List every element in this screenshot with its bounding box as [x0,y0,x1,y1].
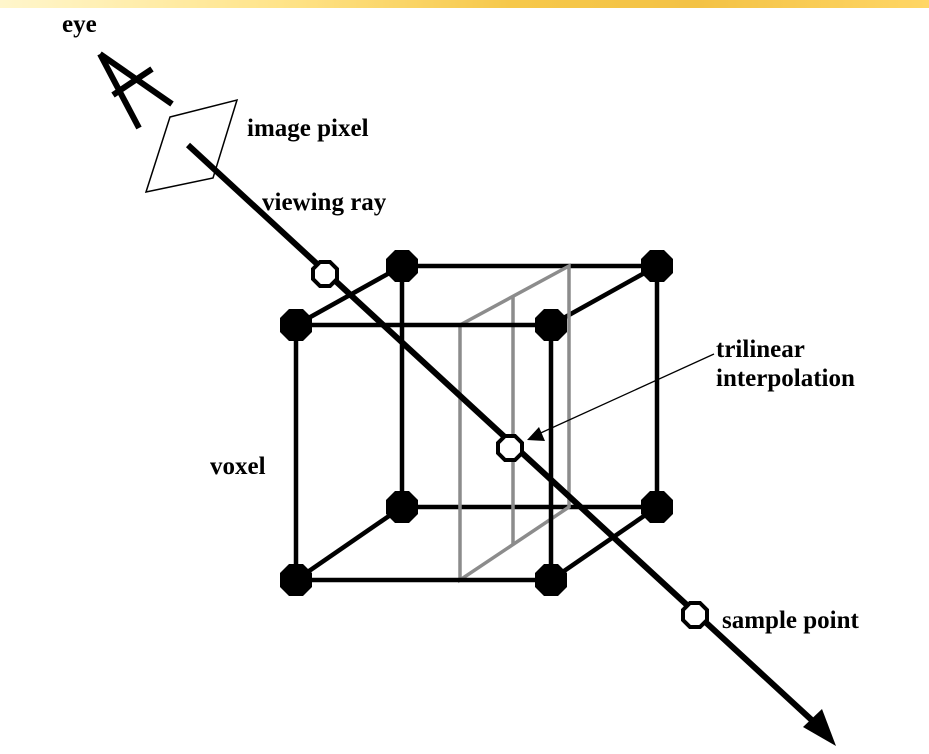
voxel-vertices [280,250,673,596]
sample-point-entry [311,260,339,288]
vertex-front-top-left [280,309,312,341]
vertex-back-bottom-right [641,491,673,523]
vertex-back-bottom-left [386,491,418,523]
sample-points [311,260,709,629]
vertex-front-bottom-left [280,564,312,596]
ray-arrowhead [803,709,836,746]
voxel-cube-front-edges [293,322,554,583]
vertex-front-top-right [535,309,567,341]
interpolation-label: interpolation [716,365,855,392]
vertex-back-top-right [641,250,673,282]
viewing-ray [185,142,819,727]
header-band [0,0,929,8]
image-pixel-square [144,98,239,193]
eye-icon [97,51,174,130]
vertex-back-top-left [386,250,418,282]
eye-label: eye [62,11,97,38]
voxel-cube-back-edges [294,263,660,582]
vertex-front-bottom-right [535,564,567,596]
sample-point-center [496,434,524,462]
trilinear-label: trilinear [716,336,805,363]
image-pixel-label: image pixel [247,115,369,142]
viewing-ray-label: viewing ray [262,189,387,216]
leader-arrowhead [527,427,545,441]
sample-point-label: sample point [722,607,859,634]
voxel-label: voxel [210,453,266,480]
interpolation-plane [458,263,571,584]
sample-point-exit [681,601,709,629]
trilinear-leader-line [533,353,715,437]
